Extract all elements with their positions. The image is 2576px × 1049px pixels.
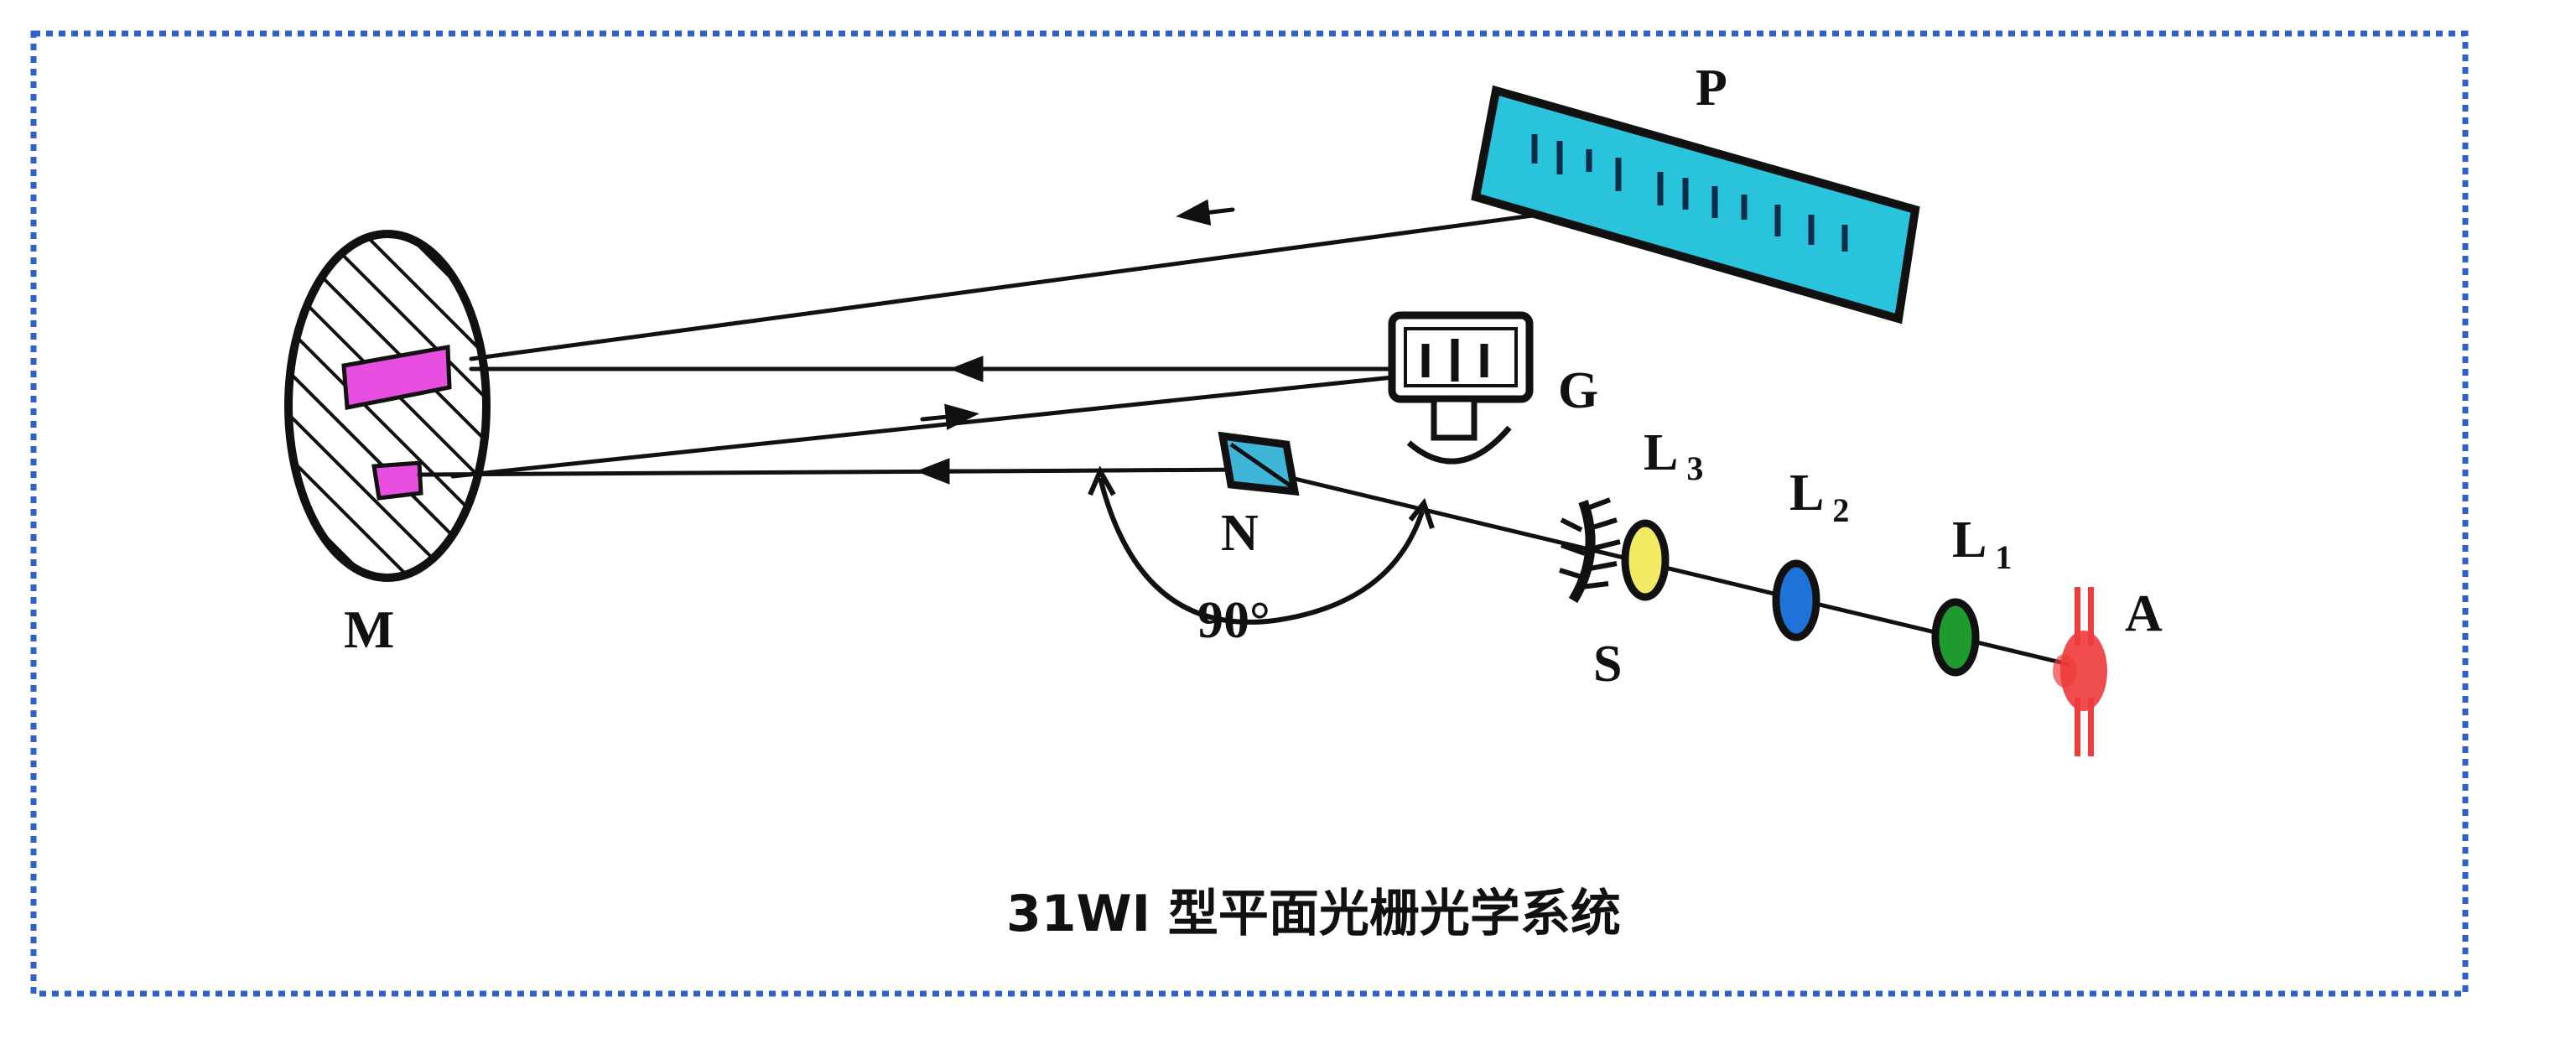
label-a: A (2125, 585, 2163, 642)
label-g: G (1558, 362, 1598, 419)
label-m: M (344, 600, 394, 659)
dotted-frame (30, 30, 2469, 997)
grating-icon (1388, 311, 1534, 465)
arc-source-icon (2053, 587, 2107, 756)
lens-l2-icon (1772, 559, 1820, 641)
label-angle: 90° (1197, 592, 1270, 649)
concave-mirror-icon (284, 230, 491, 582)
right-angle-arc (1088, 465, 1435, 625)
slit-icon (1559, 497, 1621, 604)
diagram-caption: 31WI 型平面光栅光学系统 (1006, 885, 1621, 943)
lens-l1-icon (1931, 598, 1980, 677)
photographic-plate-icon (1471, 85, 1920, 325)
reflecting-prism-icon (1218, 431, 1300, 496)
label-s: S (1593, 636, 1622, 693)
label-p: P (1696, 60, 1727, 117)
lens-l3-icon (1621, 519, 1670, 601)
label-n: N (1221, 505, 1259, 562)
